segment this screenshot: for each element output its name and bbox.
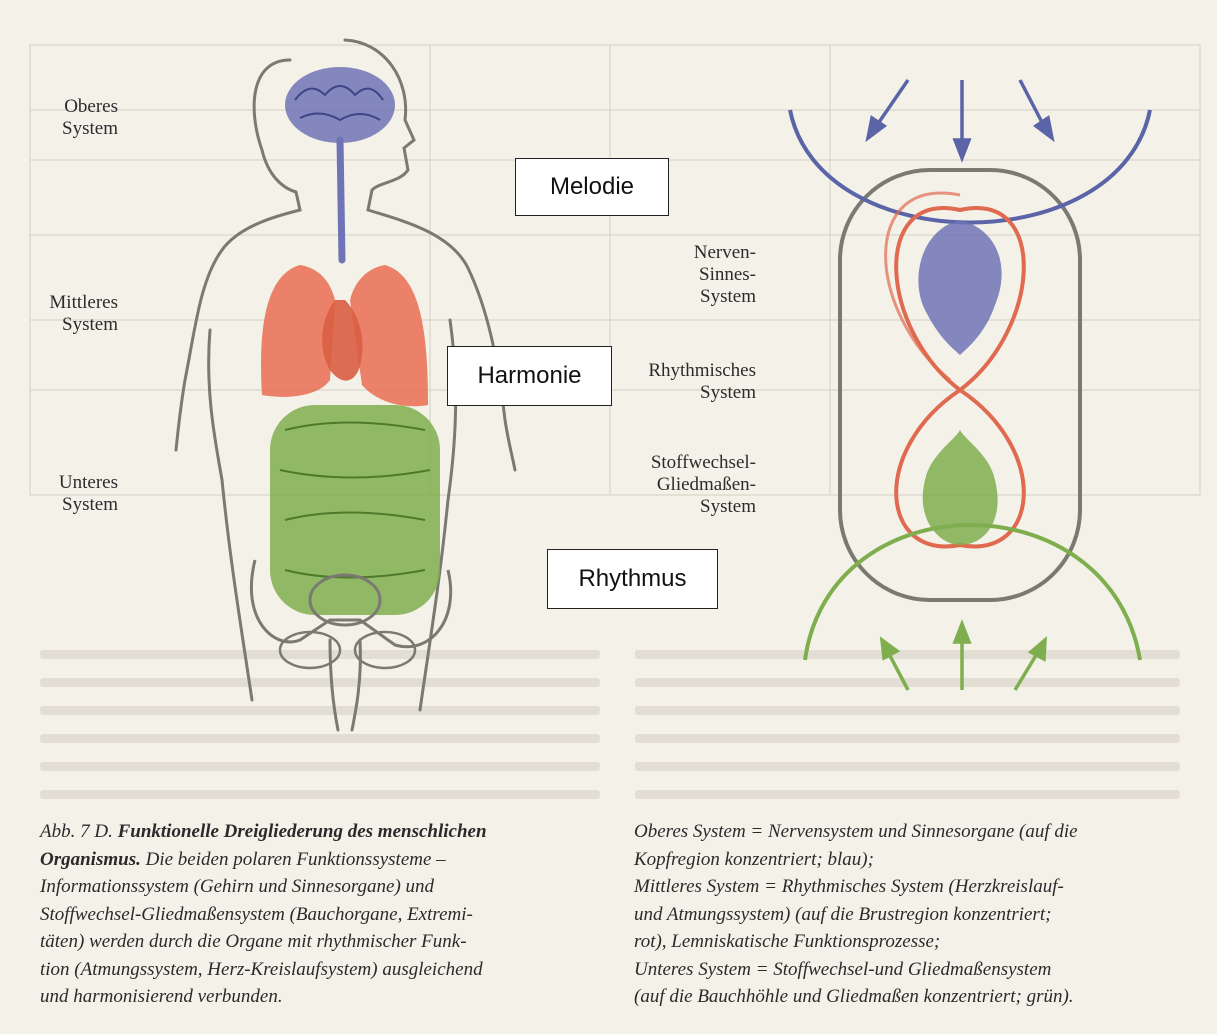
caption-figure-number: Abb. 7 D. [40, 821, 113, 842]
box-harmonie: Harmonie [447, 346, 612, 406]
caption-left-line2: Organismus. Die beiden polaren Funktions… [40, 846, 608, 874]
label-rhythm-system: Rhythmisches System [626, 360, 756, 404]
nerve-drop [918, 220, 1001, 355]
caption-right-line3: Mittleres System = Rhythmisches System (… [634, 873, 1194, 901]
label-metabolic-system: Stoffwechsel- Gliedmaßen- System [626, 452, 756, 518]
caption-left-text1: Die beiden polaren Funktionssysteme – [146, 849, 446, 870]
caption-right-line6: Unteres System = Stoffwechsel-und Gliedm… [634, 956, 1194, 984]
label-nerve-line2: Sinnes- [626, 264, 756, 286]
up-arrows [882, 624, 1045, 690]
caption-title-part1: Funktionelle Dreigliederung des menschli… [118, 821, 487, 842]
label-nerve-line3: System [626, 286, 756, 308]
label-middle-line1: Mittleres [0, 292, 118, 314]
down-arrows [868, 80, 1052, 158]
caption-title-part2: Organismus. [40, 849, 141, 870]
label-middle-system: Mittleres System [0, 292, 118, 336]
caption-left-line5: täten) werden durch die Organe mit rhyth… [40, 928, 608, 956]
label-metabolic-line3: System [626, 496, 756, 518]
caption-right-line7: (auf die Bauchhöhle und Gliedmaßen konze… [634, 983, 1194, 1011]
label-upper-line1: Oberes [0, 96, 118, 118]
label-upper-line2: System [0, 118, 118, 140]
label-metabolic-line2: Gliedmaßen- [626, 474, 756, 496]
caption-left-line1: Abb. 7 D. Funktionelle Dreigliederung de… [40, 818, 608, 846]
box-melodie: Melodie [515, 158, 669, 216]
label-rhythm-line1: Rhythmisches [626, 360, 756, 382]
caption-right-line1: Oberes System = Nervensystem und Sinneso… [634, 818, 1194, 846]
label-nerve-system: Nerven- Sinnes- System [626, 242, 756, 308]
nerve-arc [790, 110, 1150, 223]
label-lower-line2: System [0, 494, 118, 516]
caption-left-line4: Stoffwechsel-Gliedmaßensystem (Bauchorga… [40, 901, 608, 929]
label-rhythm-line2: System [626, 382, 756, 404]
caption-left-line6: tion (Atmungssystem, Herz-Kreislaufsyste… [40, 956, 608, 984]
caption-right-line4: und Atmungssystem) (auf die Brustregion … [634, 901, 1194, 929]
caption-left-line3: Informationssystem (Gehirn und Sinnesorg… [40, 873, 608, 901]
box-rhythmus: Rhythmus [547, 549, 718, 609]
caption-right-line5: rot), Lemniskatische Funktionsprozesse; [634, 928, 1194, 956]
label-lower-line1: Unteres [0, 472, 118, 494]
caption-left: Abb. 7 D. Funktionelle Dreigliederung de… [40, 818, 608, 1011]
label-metabolic-line1: Stoffwechsel- [626, 452, 756, 474]
label-lower-system: Unteres System [0, 472, 118, 516]
label-nerve-line1: Nerven- [626, 242, 756, 264]
label-middle-line2: System [0, 314, 118, 336]
caption-right: Oberes System = Nervensystem und Sinneso… [634, 818, 1194, 1011]
caption-left-line7: und harmonisierend verbunden. [40, 983, 608, 1011]
caption-right-line2: Kopfregion konzentriert; blau); [634, 846, 1194, 874]
label-upper-system: Oberes System [0, 96, 118, 140]
